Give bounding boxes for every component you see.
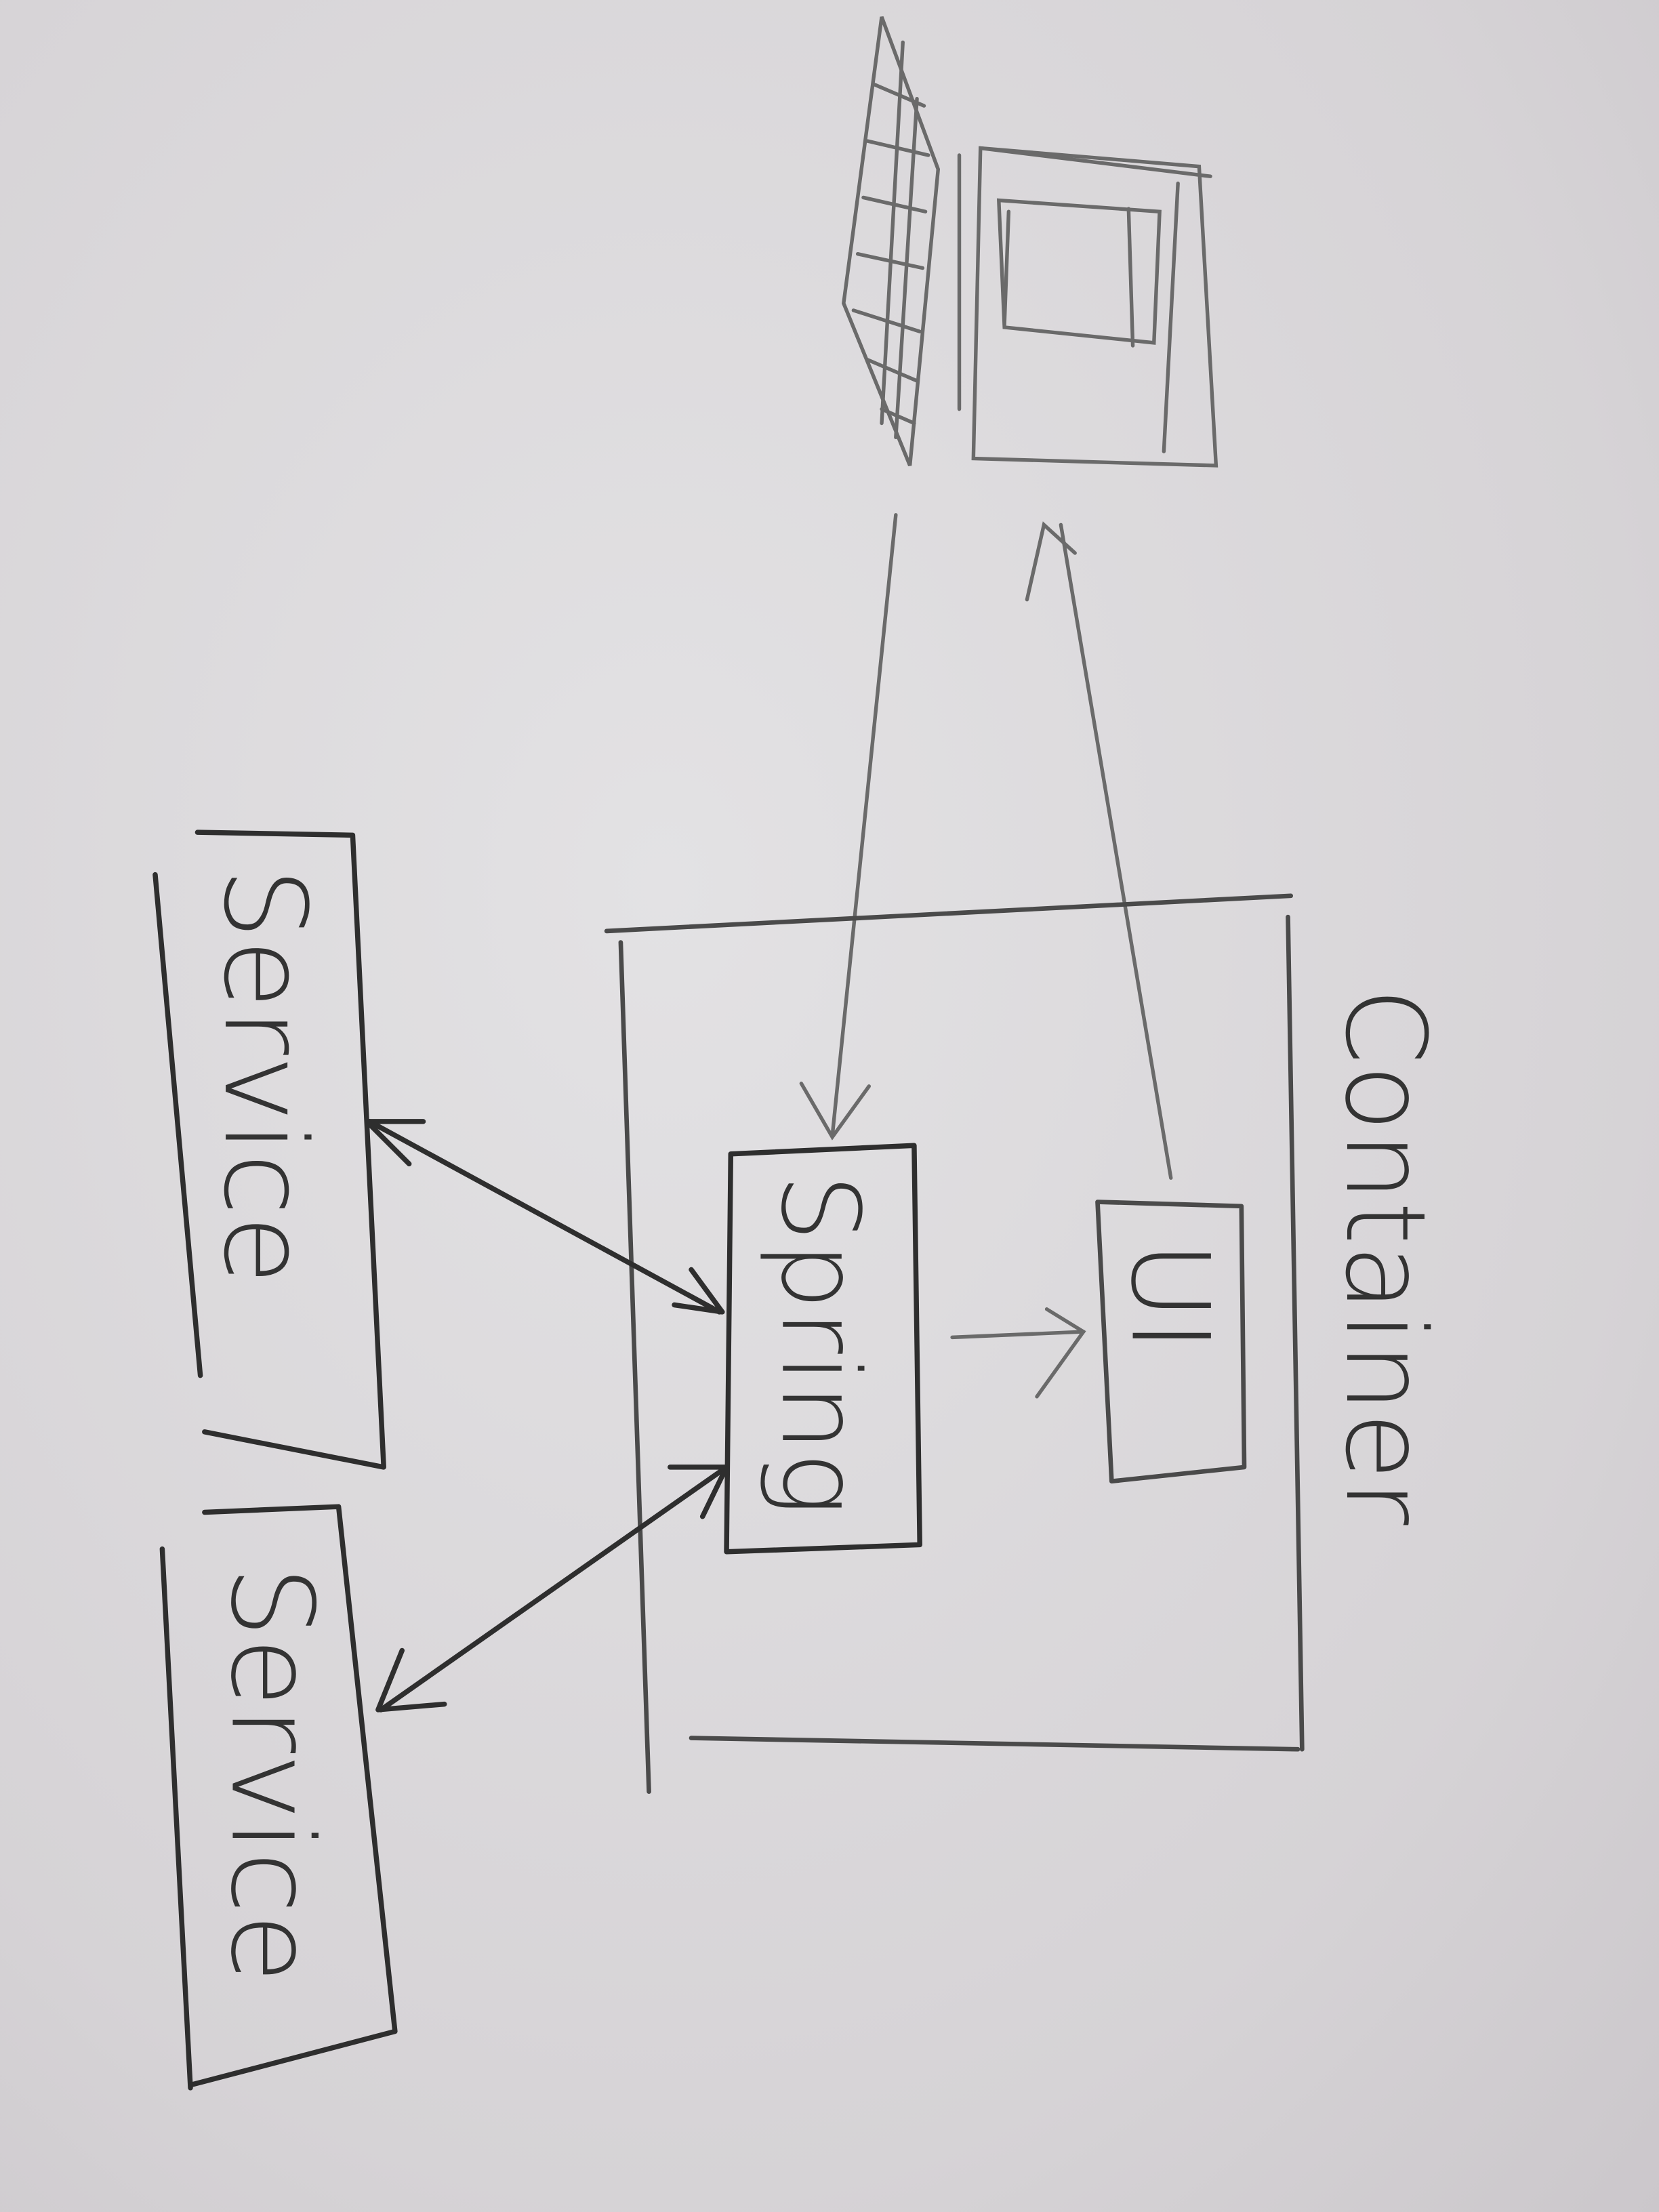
arrow-laptop-to-spring bbox=[799, 513, 898, 1141]
container-box bbox=[604, 893, 1305, 1795]
spring-label: Spring bbox=[757, 1174, 882, 1516]
arrow-spring-service-1 bbox=[364, 1119, 725, 1315]
spring-box bbox=[724, 1143, 922, 1555]
arrow-spring-service-2 bbox=[375, 1465, 729, 1713]
laptop-keyboard bbox=[842, 16, 941, 466]
service-box-2 bbox=[159, 1504, 398, 2091]
ui-box bbox=[1095, 1200, 1247, 1484]
service-2-label: Service bbox=[205, 1566, 337, 1983]
ui-label: UI bbox=[1107, 1242, 1232, 1351]
container-label: Container bbox=[1321, 987, 1449, 1525]
laptop-icon bbox=[842, 16, 1218, 468]
service-box-1 bbox=[152, 830, 386, 1470]
service-1-label: Service bbox=[199, 867, 330, 1284]
arrow-ui-to-laptop bbox=[1025, 521, 1173, 1180]
arrow-spring-to-ui bbox=[950, 1307, 1086, 1399]
laptop-screen bbox=[957, 146, 1218, 468]
